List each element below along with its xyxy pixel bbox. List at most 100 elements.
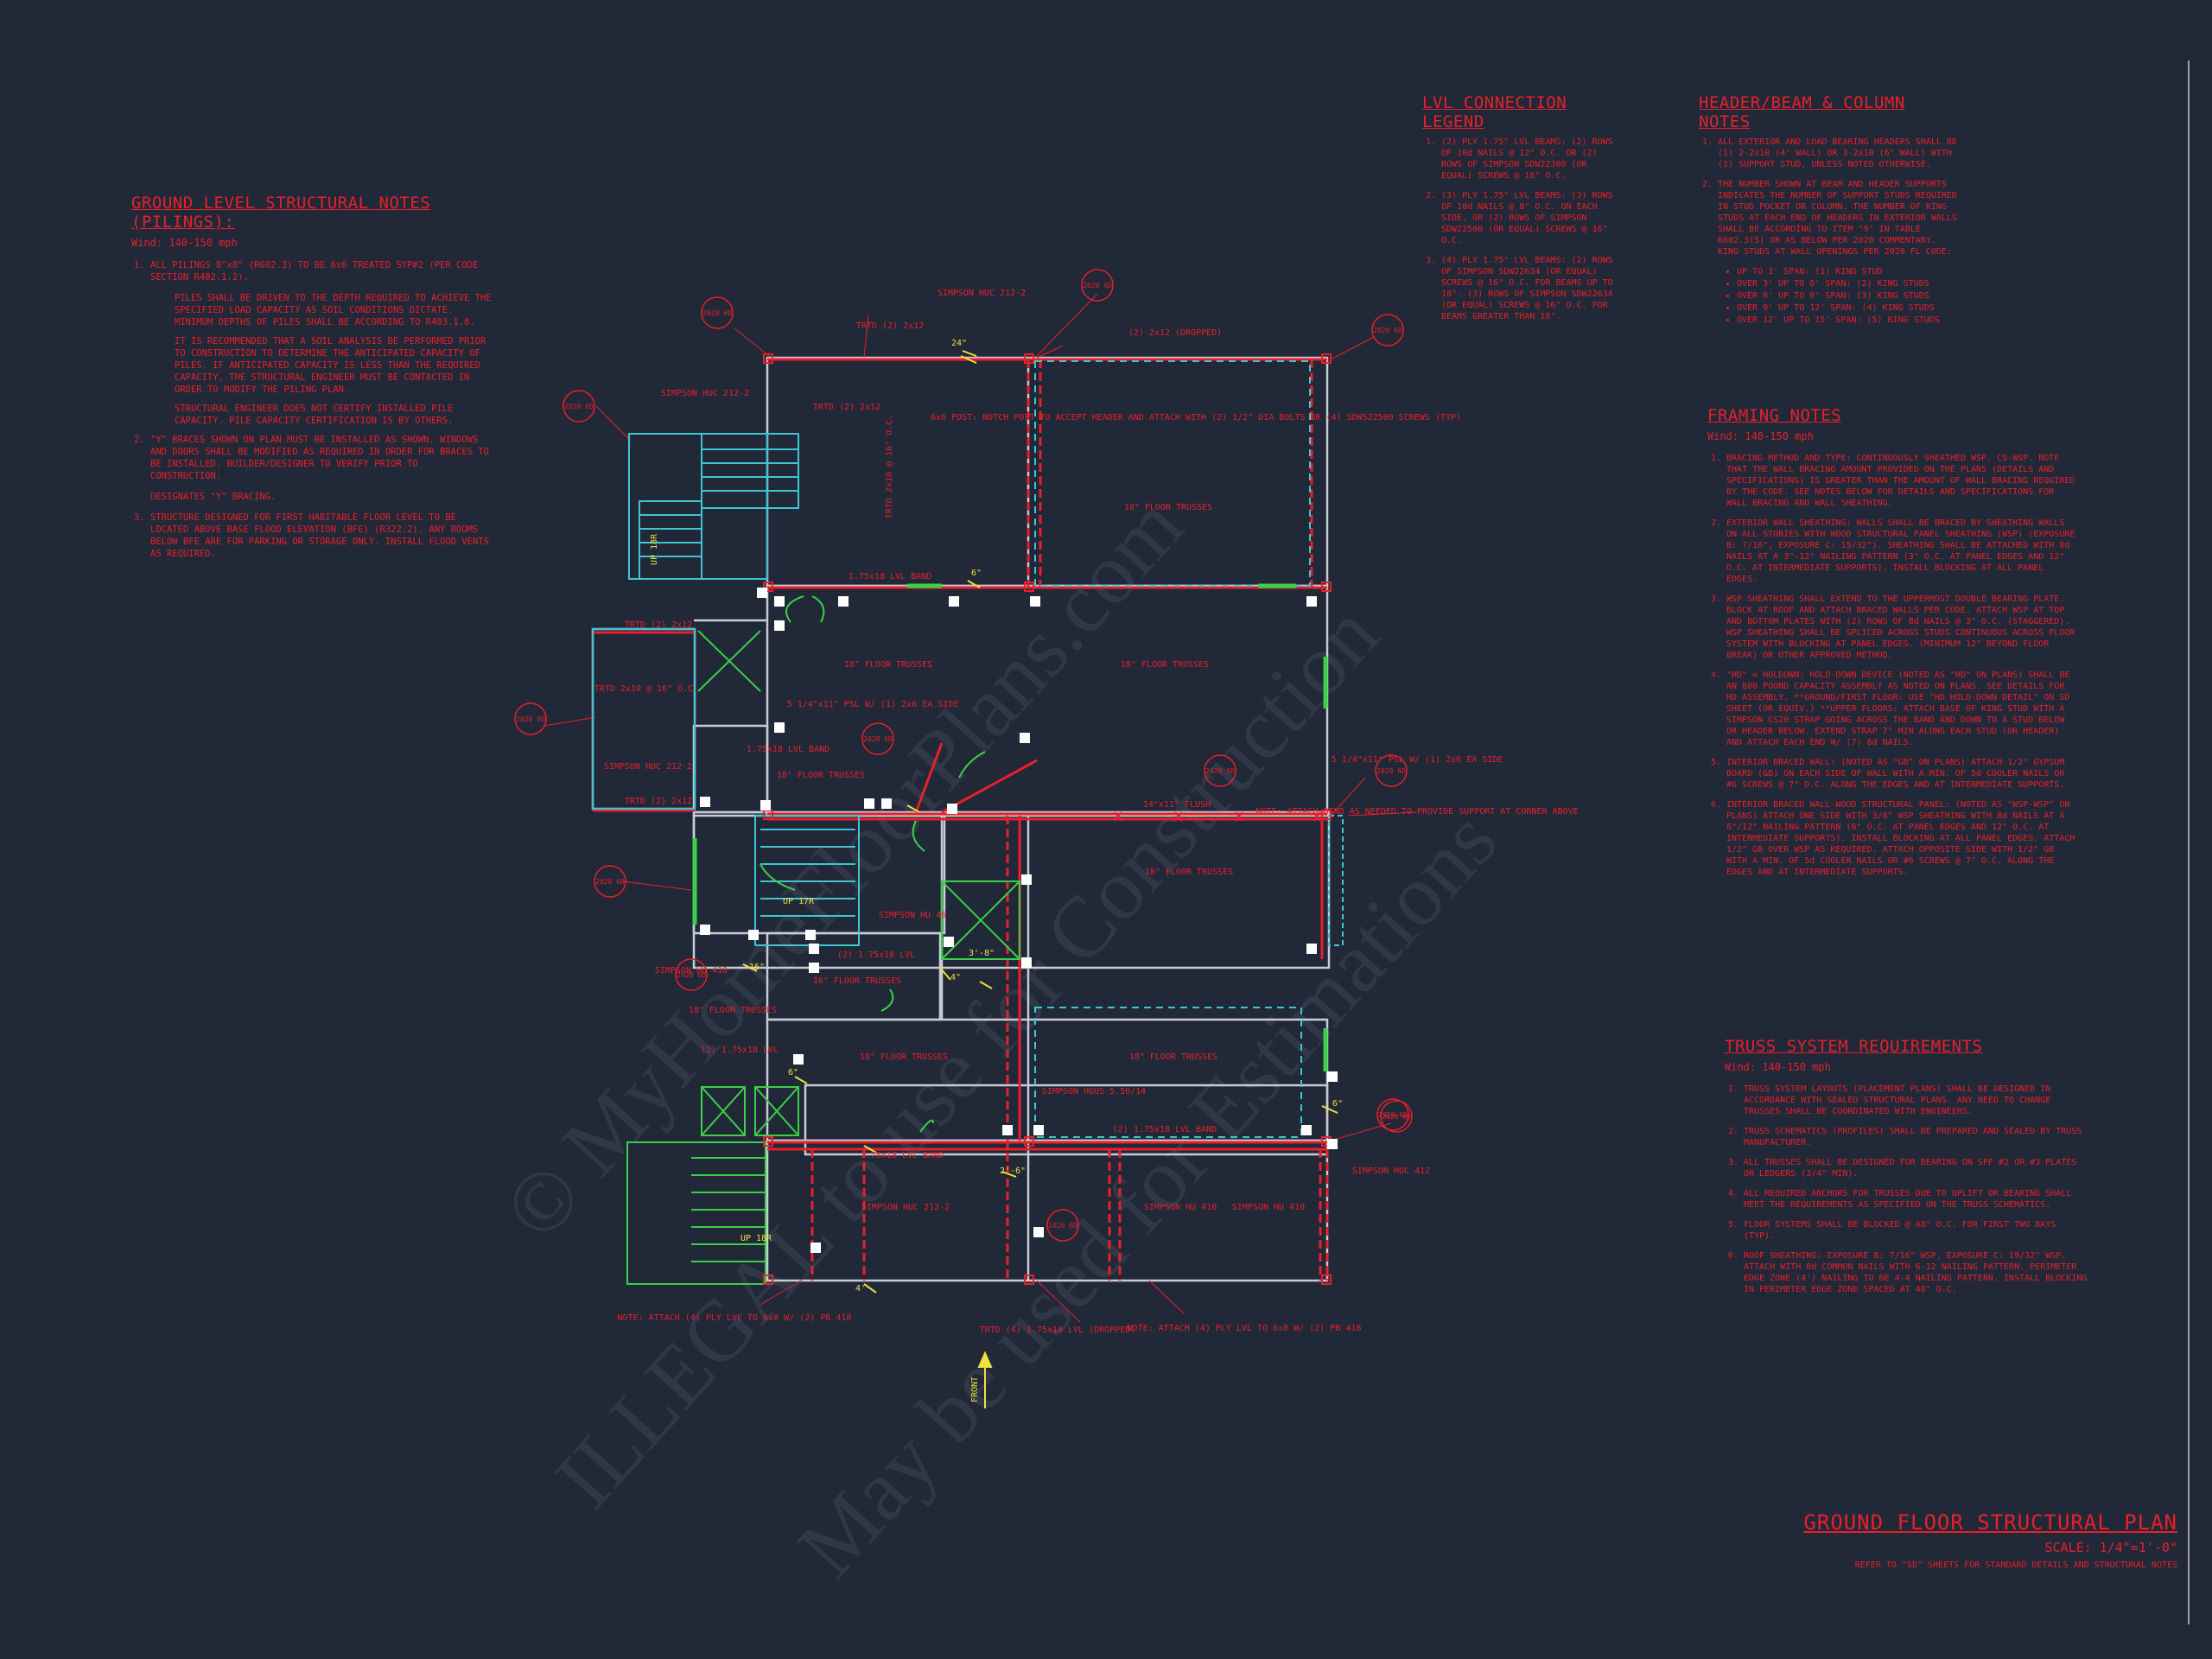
up-stair-mid-label: UP 17R — [783, 897, 815, 906]
callout-text: SIMPSON HU 410 — [1232, 1203, 1305, 1212]
up-stair-bottom-label: UP 18R — [741, 1234, 772, 1243]
callout-text: SIMPSON HGUS 5.50/14 — [1042, 1087, 1146, 1096]
king-stud-item: OVER 12' UP TO 15' SPAN: (5) KING STUDS — [1737, 315, 1958, 326]
truss-note-item: ALL TRUSSES SHALL BE DESIGNED FOR BEARIN… — [1744, 1157, 2088, 1179]
callout-text: TRTD (2) 2x12 — [625, 620, 692, 630]
stud-count-tags — [700, 588, 1338, 1253]
dimension-text: 4" — [950, 973, 961, 982]
sheet-reference: REFER TO "SD" SHEETS FOR STANDARD DETAIL… — [1854, 1560, 2177, 1570]
framing-notes: FRAMING NOTES Wind: 140-150 mph BRACING … — [1707, 406, 2079, 887]
truss-label: 18" FLOOR TRUSSES — [1129, 1052, 1217, 1062]
truss-note-item: TRUSS SYSTEM LAYOUTS (PLACEMENT PLANS) S… — [1744, 1084, 2088, 1117]
callout-text: 1.75x18 LVL BAND — [861, 1151, 944, 1160]
piling-tag-label: 2020 6D — [702, 309, 732, 317]
lvl-legend-item: (4) PLY 1.75" LVL BEAMS: (2) ROWS OF SIM… — [1441, 255, 1621, 322]
ground-note-item: "Y" BRACES SHOWN ON PLAN MUST BE INSTALL… — [150, 434, 494, 482]
callout-text: (2) 1.75x18 LVL — [701, 1046, 779, 1055]
king-stud-item: UP TO 3' SPAN: (1) KING STUD — [1737, 266, 1958, 277]
front-label: FRONT — [970, 1376, 980, 1402]
header-note-item: THE NUMBER SHOWN AT BEAM AND HEADER SUPP… — [1718, 179, 1958, 257]
framing-notes-title: FRAMING NOTES — [1707, 406, 1842, 425]
piling-tag-label: 2020 6D — [1378, 1111, 1408, 1119]
dimension-text: 4' — [855, 1284, 866, 1294]
truss-note-item: ROOF SHEATHING: EXPOSURE B: 7/16" WSP, E… — [1744, 1250, 2088, 1295]
framing-note-item: INTERIOR BRACED WALL-WOOD STRUCTURAL PAN… — [1726, 799, 2079, 878]
ground-note-item: STRUCTURAL ENGINEER DOES NOT CERTIFY INS… — [175, 404, 454, 426]
callout-text: TRTD (2) 2x12 — [813, 403, 880, 412]
callout-text: SIMPSON HU 410 — [655, 966, 728, 976]
piling-tag-label: 2020 6D — [1373, 327, 1402, 334]
truss-note-item: TRUSS SCHEMATICS (PROFILES) SHALL BE PRE… — [1744, 1126, 2088, 1148]
truss-label: 18" FLOOR TRUSSES — [1145, 868, 1233, 877]
ground-note-item: IT IS RECOMMENDED THAT A SOIL ANALYSIS B… — [175, 336, 486, 395]
callout-text: SIMPSON HUC 212-2 — [938, 289, 1026, 298]
piling-tag-label: 2020 6D — [564, 403, 594, 410]
callout-text: TRTD 2x10 @ 16" O.C. — [885, 415, 894, 518]
leader-lines — [543, 293, 1418, 1323]
dimension-text: 6" — [1332, 1099, 1343, 1109]
piling-tag-label: 2020 6D — [677, 971, 706, 979]
lvl-legend-item: (2) PLY 1.75" LVL BEAMS: (2) ROWS OF 10d… — [1441, 137, 1621, 181]
dimension-text: 16" — [749, 963, 765, 972]
title-block: GROUND FLOOR STRUCTURAL PLAN SCALE: 1/4"… — [1803, 1510, 2177, 1570]
truss-notes-title: TRUSS SYSTEM REQUIREMENTS — [1725, 1037, 1983, 1056]
ground-notes-title: GROUND LEVEL STRUCTURAL NOTES (PILINGS): — [131, 194, 431, 232]
callout-text: 5 1/4"x11" PSL W/ (1) 2x6 EA SIDE — [787, 700, 959, 709]
truss-label: 18" FLOOR TRUSSES — [1121, 660, 1209, 670]
up-stair-top-label: UP 18R — [650, 533, 659, 565]
piling-tag-label: 2020 6D — [516, 715, 545, 723]
dimension-text: 24" — [951, 339, 967, 348]
header-beam-column-notes: HEADER/BEAM & COLUMN NOTES ALL EXTERIOR … — [1699, 93, 1958, 327]
callout-text: (2) 2x12 (DROPPED) — [1128, 328, 1222, 338]
truss-label: 18" FLOOR TRUSSES — [777, 771, 865, 780]
lvl-legend-title: LVL CONNECTION LEGEND — [1422, 93, 1567, 131]
piling-tag-circles — [514, 269, 1413, 1242]
plan-text: UP 18R UP 17R UP 18R FRONT 18" FLOOR TRU… — [516, 282, 1579, 1402]
framing-note-item: BRACING METHOD AND TYPE: CONTINUOUSLY SH… — [1726, 453, 2079, 509]
piling-tag-label: 2020 6D — [1083, 282, 1112, 289]
framing-note-item: INTERIOR BRACED WALL: (NOTED AS "GB" ON … — [1726, 757, 2079, 791]
piling-tag-label: 2020 6D — [595, 878, 625, 886]
piling-tag-label: 2020 6D — [1205, 767, 1235, 775]
yellow-hatch-marks — [742, 350, 1338, 1294]
header-note-item: ALL EXTERIOR AND LOAD BEARING HEADERS SH… — [1718, 137, 1958, 170]
piling-tag-label: 2020 6D — [863, 735, 893, 743]
green-elements — [626, 583, 1328, 1285]
callout-text: 6x6 POST: NOTCH POST TO ACCEPT HEADER AN… — [931, 413, 1461, 423]
red-x-marks — [1114, 811, 1321, 822]
truss-label: 16" FLOOR TRUSSES — [813, 976, 901, 986]
callout-text: SIMPSON HUC 412 — [1352, 1166, 1430, 1176]
piling-tag-label: 2020 6D — [1048, 1222, 1077, 1230]
piling-tag-label: 2020 6D — [1376, 767, 1406, 775]
callout-text: TRTD (2) 2x12 — [856, 321, 924, 331]
truss-label: 18" FLOOR TRUSSES — [844, 660, 932, 670]
ground-note-item: STRUCTURE DESIGNED FOR FIRST HABITABLE F… — [150, 512, 494, 560]
callout-text: SIMPSON HU 410 — [1144, 1203, 1217, 1212]
framing-notes-subtitle: Wind: 140-150 mph — [1707, 430, 1814, 442]
callout-text: 1.75x18 LVL BAND — [849, 572, 931, 582]
ground-note-item: PILES SHALL BE DRIVEN TO THE DEPTH REQUI… — [175, 293, 492, 327]
callout-text: TRTD (2) 2x12 — [625, 797, 692, 806]
header-notes-title: HEADER/BEAM & COLUMN NOTES — [1699, 93, 1905, 131]
front-arrow-icon — [977, 1351, 993, 1408]
dimension-text: 6" — [971, 569, 982, 578]
lvl-connection-legend: LVL CONNECTION LEGEND (2) PLY 1.75" LVL … — [1422, 93, 1621, 331]
truss-label: 18" FLOOR TRUSSES — [689, 1006, 777, 1015]
callout-text: 1.75x18 LVL BAND — [747, 745, 830, 754]
truss-note-item: ALL REQUIRED ANCHORS FOR TRUSSES DUE TO … — [1744, 1188, 2088, 1211]
sheet-scale: SCALE: 1/4"=1'-0" — [2044, 1540, 2177, 1555]
callout-text: SIMPSON HUC 212-2 — [604, 762, 692, 772]
beam-lines — [593, 358, 1329, 1281]
callout-text: (2) 1.75x18 LVL BAND — [1113, 1125, 1217, 1135]
callout-text: NOTE: ATTACH BEND AS NEEDED TO PROVIDE S… — [1255, 807, 1578, 817]
lvl-legend-item: (3) PLY 1.75" LVL BEAMS: (3) ROWS OF 10d… — [1441, 190, 1621, 246]
framing-note-item: WSP SHEATHING SHALL EXTEND TO THE UPPERM… — [1726, 594, 2079, 661]
framing-note-item: EXTERIOR WALL SHEATHING: WALLS SHALL BE … — [1726, 518, 2079, 585]
truss-label: 18" FLOOR TRUSSES — [1124, 503, 1212, 512]
king-stud-item: OVER 9' UP TO 12' SPAN: (4) KING STUDS — [1737, 302, 1958, 314]
ground-level-notes: GROUND LEVEL STRUCTURAL NOTES (PILINGS):… — [131, 194, 494, 569]
callout-text: SIMPSON HU 46 — [879, 911, 946, 920]
sheet-title: GROUND FLOOR STRUCTURAL PLAN — [1803, 1510, 2177, 1535]
ground-note-item: ALL PILINGS 8"x8" (R602.3) TO BE 6x6 TRE… — [150, 259, 494, 283]
